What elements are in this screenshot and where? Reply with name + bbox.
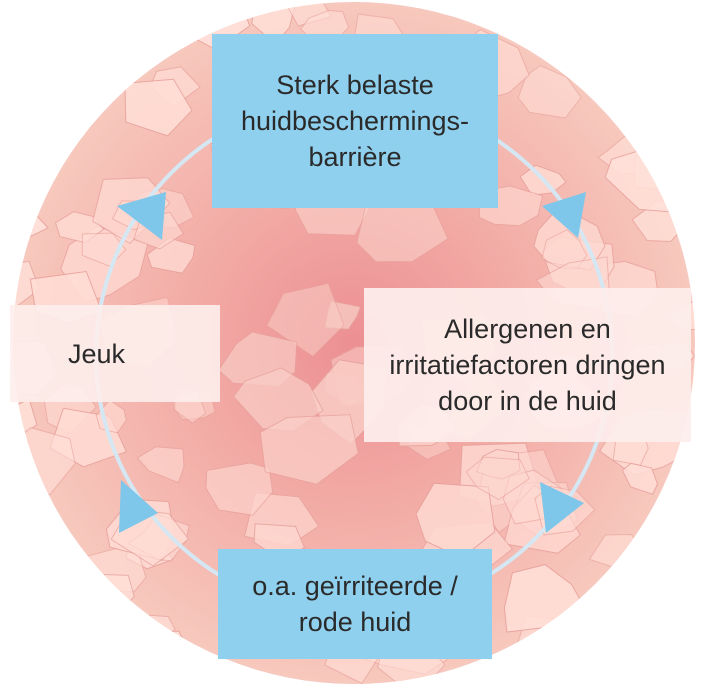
node-irritated-skin: o.a. geïrriteerde / rode huid — [218, 549, 492, 659]
skin-cell — [137, 615, 176, 639]
node-allergens-label: Allergenen en irritatiefactoren dringen … — [389, 311, 665, 419]
node-itch: Jeuk — [10, 305, 220, 402]
node-irritated-skin-label: o.a. geïrriteerde / rode huid — [252, 568, 458, 640]
node-barrier: Sterk belaste huidbeschermings- barrière — [212, 34, 498, 208]
node-itch-label: Jeuk — [68, 336, 125, 372]
skin-cell — [81, 574, 135, 613]
node-barrier-label: Sterk belaste huidbeschermings- barrière — [241, 67, 469, 175]
skin-cell — [145, 631, 188, 665]
node-allergens: Allergenen en irritatiefactoren dringen … — [364, 288, 691, 442]
